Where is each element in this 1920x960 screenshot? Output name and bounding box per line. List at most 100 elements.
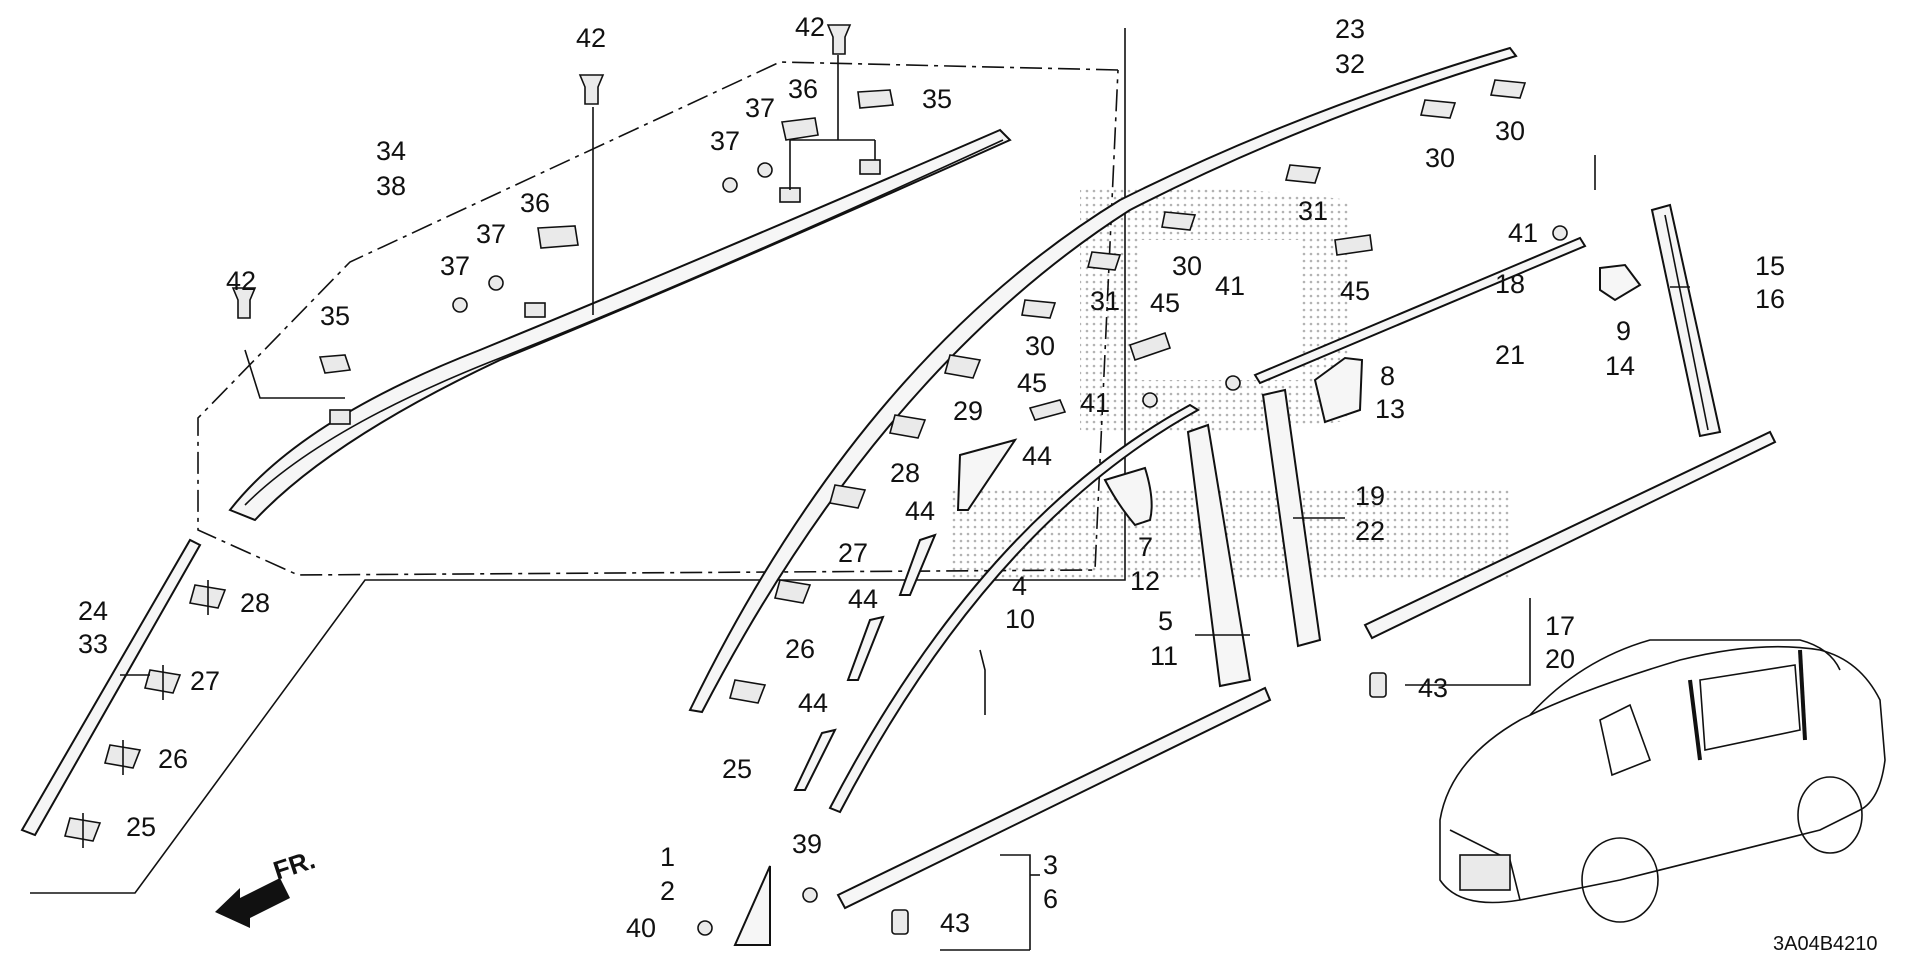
- callout-25: 25: [722, 754, 752, 784]
- callout-40: 40: [626, 913, 656, 943]
- front-pillar-garnish: [1186, 423, 1252, 688]
- rear-corner-garnish: [1313, 356, 1364, 424]
- callout-41: 41: [1215, 271, 1245, 301]
- callout-44: 44: [1022, 441, 1052, 471]
- callout-22: 22: [1355, 516, 1385, 546]
- callout-30: 30: [1172, 251, 1202, 281]
- rear-pillar-garnish: [1261, 388, 1322, 648]
- callout-42: 42: [226, 266, 256, 296]
- drip-clips: [728, 79, 1527, 704]
- callout-41: 41: [1080, 388, 1110, 418]
- callout-30: 30: [1025, 331, 1055, 361]
- callout-27: 27: [838, 538, 868, 568]
- callout-2: 2: [660, 876, 675, 906]
- callout-36: 36: [520, 188, 550, 218]
- drip-molding: [688, 46, 1518, 714]
- callout-31: 31: [1298, 196, 1328, 226]
- callout-15: 15: [1755, 251, 1785, 281]
- callout-34: 34: [376, 136, 406, 166]
- callout-44: 44: [848, 584, 878, 614]
- callout-28: 28: [240, 588, 270, 618]
- callout-38: 38: [376, 171, 406, 201]
- grommet-41-c: [1552, 225, 1568, 241]
- tape-strips: [793, 438, 1018, 791]
- callout-25: 25: [126, 812, 156, 842]
- callout-41: 41: [1508, 218, 1538, 248]
- callout-37: 37: [440, 251, 470, 281]
- grommet-40: [697, 920, 713, 936]
- callout-30: 30: [1425, 143, 1455, 173]
- callout-27: 27: [190, 666, 220, 696]
- callout-39: 39: [792, 829, 822, 859]
- diagram-code: 3A04B4210: [1773, 933, 1878, 955]
- callout-29: 29: [953, 396, 983, 426]
- leader-lines: [120, 155, 1690, 951]
- callout-19: 19: [1355, 481, 1385, 511]
- windshield-clips: [63, 580, 227, 848]
- callout-30: 30: [1495, 116, 1525, 146]
- grommet-39: [802, 887, 818, 903]
- callout-18: 18: [1495, 269, 1525, 299]
- front-sash-molding: [828, 403, 1200, 814]
- callout-17: 17: [1545, 611, 1575, 641]
- corner-garnish: [1103, 466, 1153, 527]
- callout-43: 43: [1418, 673, 1448, 703]
- callout-1: 1: [660, 842, 675, 872]
- callout-43: 43: [940, 908, 970, 938]
- callout-24: 24: [78, 596, 108, 626]
- rear-door-upper-molding: [1253, 236, 1587, 385]
- callout-14: 14: [1605, 351, 1635, 381]
- rear-belt-molding: [1363, 430, 1777, 640]
- callout-labels: 42 42 42 36 36 35 35 37 37 37 37 34 38 2…: [78, 12, 1785, 943]
- callout-37: 37: [476, 219, 506, 249]
- mirror-corner-garnish: [733, 865, 771, 946]
- roof-rail-group-frame: [30, 28, 1126, 894]
- callout-5: 5: [1158, 606, 1173, 636]
- callout-3: 3: [1043, 850, 1058, 880]
- callout-42: 42: [795, 12, 825, 42]
- callout-23: 23: [1335, 14, 1365, 44]
- callout-45: 45: [1340, 276, 1370, 306]
- callout-26: 26: [785, 634, 815, 664]
- clip-43-rear: [1369, 672, 1387, 698]
- callout-4: 4: [1012, 571, 1027, 601]
- front-direction-arrow: [215, 878, 290, 928]
- callout-13: 13: [1375, 394, 1405, 424]
- callout-32: 32: [1335, 49, 1365, 79]
- callout-6: 6: [1043, 884, 1058, 914]
- callout-45: 45: [1017, 368, 1047, 398]
- callout-10: 10: [1005, 604, 1035, 634]
- grommet-41-a: [1142, 392, 1158, 408]
- callout-37: 37: [745, 93, 775, 123]
- callout-44: 44: [798, 688, 828, 718]
- clip-43-front: [891, 909, 909, 935]
- callout-35: 35: [922, 84, 952, 114]
- grommet-41-b: [1225, 375, 1241, 391]
- windshield-molding: [20, 538, 202, 837]
- callout-9: 9: [1616, 316, 1631, 346]
- callout-37: 37: [710, 126, 740, 156]
- callout-35: 35: [320, 301, 350, 331]
- front-direction-label: FR.: [270, 844, 319, 885]
- callout-33: 33: [78, 629, 108, 659]
- rail-clips: [231, 24, 894, 399]
- roof-rail: [228, 128, 1012, 522]
- vehicle-illustration: [1439, 639, 1886, 923]
- callout-8: 8: [1380, 361, 1395, 391]
- callout-45: 45: [1150, 288, 1180, 318]
- quarter-garnish-clip: [1599, 263, 1642, 302]
- callout-28: 28: [890, 458, 920, 488]
- callout-20: 20: [1545, 644, 1575, 674]
- callout-36: 36: [788, 74, 818, 104]
- callout-7: 7: [1138, 532, 1153, 562]
- callout-42: 42: [576, 23, 606, 53]
- callout-26: 26: [158, 744, 188, 774]
- callout-16: 16: [1755, 284, 1785, 314]
- front-belt-molding: [836, 686, 1272, 910]
- callout-11: 11: [1150, 641, 1178, 671]
- callout-12: 12: [1130, 566, 1160, 596]
- callout-21: 21: [1495, 340, 1525, 370]
- callout-31: 31: [1090, 286, 1120, 316]
- trim-clips-45: [1028, 234, 1373, 421]
